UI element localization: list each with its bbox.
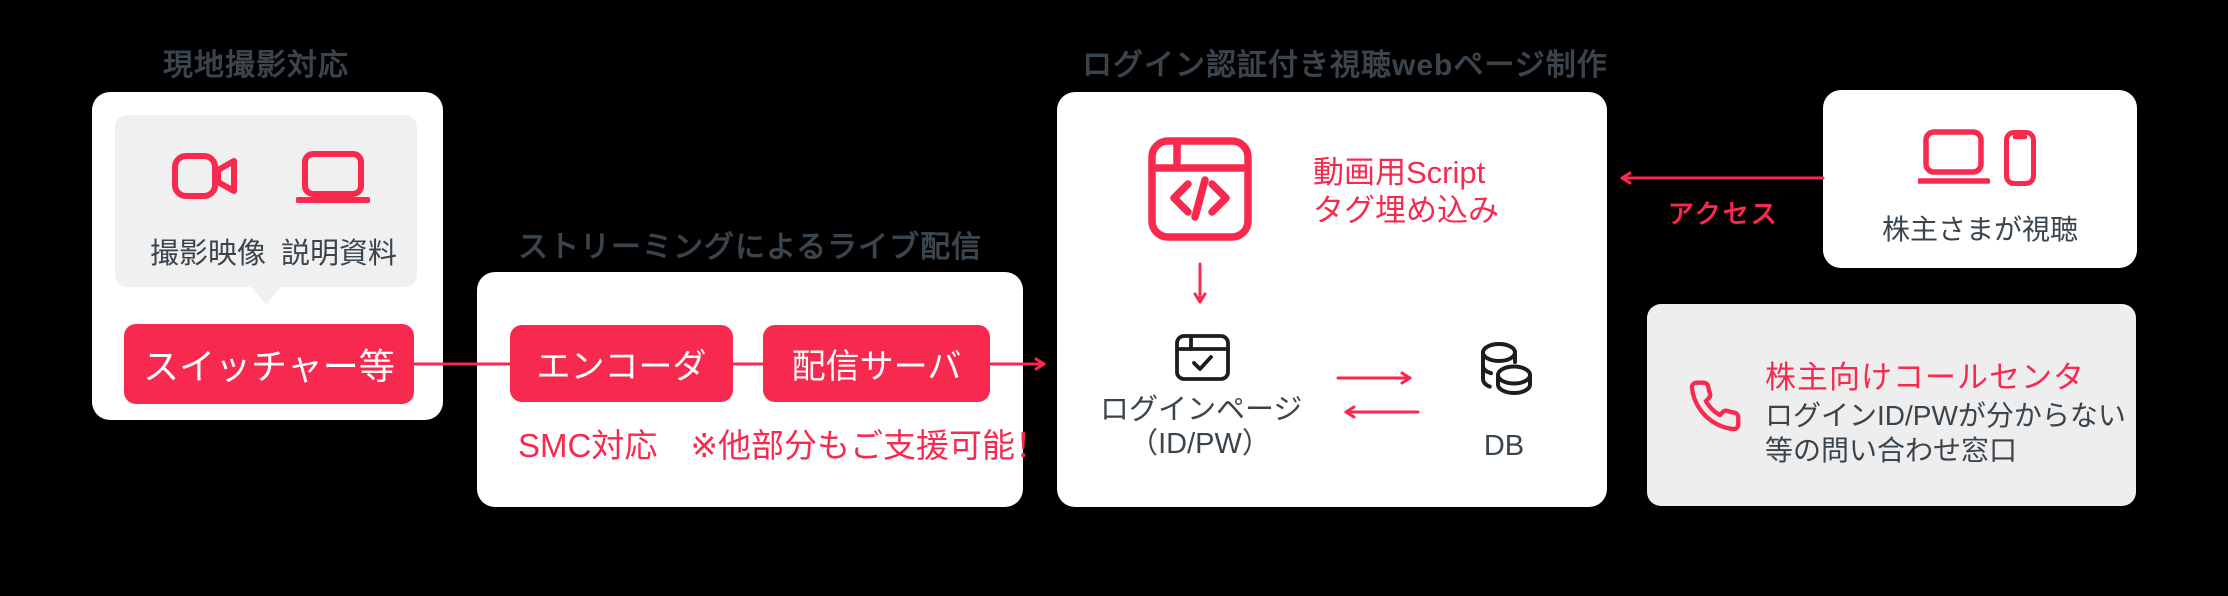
encoder-node: エンコーダ: [510, 325, 733, 402]
script-embed-note: 動画用Script タグ埋め込み: [1313, 154, 1499, 230]
script-embed-note-line1: 動画用Script: [1313, 155, 1486, 190]
filming-card: 撮影映像 説明資料 スイッチャー等: [92, 92, 443, 420]
section-title-streaming: ストリーミングによるライブ配信: [518, 231, 983, 264]
source-label-slides: 説明資料: [281, 238, 398, 270]
section-title-webpage: ログイン認証付き視聴webページ制作: [1082, 49, 1608, 82]
database-icon: [1481, 342, 1532, 395]
delivery-server-node: 配信サーバ: [763, 325, 990, 402]
smc-note: SMC対応 ※他部分もご支援可能！: [518, 427, 1048, 464]
streaming-card: エンコーダ 配信サーバ SMC対応 ※他部分もご支援可能！: [477, 272, 1048, 507]
viewer-label: 株主さまが視聴: [1881, 214, 2078, 245]
db-label: DB: [1483, 430, 1525, 462]
callcenter-desc: ログインID/PWが分からない 等の問い合わせ窓口: [1765, 398, 2126, 468]
callcenter-title: 株主向けコールセンタ: [1765, 360, 2085, 395]
callcenter-desc-line2: 等の問い合わせ窓口: [1765, 435, 2018, 466]
login-page-label: ログインページ （ID/PW）: [1100, 393, 1303, 461]
callcenter-desc-line1: ログインID/PWが分からない: [1765, 400, 2126, 431]
sources-bubble-tail: [250, 286, 282, 304]
access-label: アクセス: [1668, 199, 1779, 229]
display-icon: [296, 151, 370, 203]
browser-code-icon: [1148, 137, 1252, 241]
script-embed-note-line2: タグ埋め込み: [1313, 193, 1499, 228]
login-page-icon: [1175, 334, 1230, 381]
login-page-label-line1: ログインページ: [1100, 394, 1303, 426]
smartphone-icon: [2004, 130, 2036, 186]
video-camera-icon: [172, 153, 237, 199]
login-page-label-line2: （ID/PW）: [1129, 428, 1271, 460]
source-label-footage: 撮影映像: [150, 238, 267, 270]
laptop-icon: [1918, 129, 1990, 184]
webpage-card: 動画用Script タグ埋め込み ログインページ （ID/PW）: [1057, 92, 1607, 507]
phone-handset-icon: [1689, 380, 1741, 432]
viewer-card: 株主さまが視聴: [1823, 90, 2137, 268]
callcenter-card: 株主向けコールセンタ ログインID/PWが分からない 等の問い合わせ窓口: [1647, 304, 2136, 506]
section-title-filming: 現地撮影対応: [163, 49, 349, 82]
switcher-node: スイッチャー等: [124, 324, 414, 404]
